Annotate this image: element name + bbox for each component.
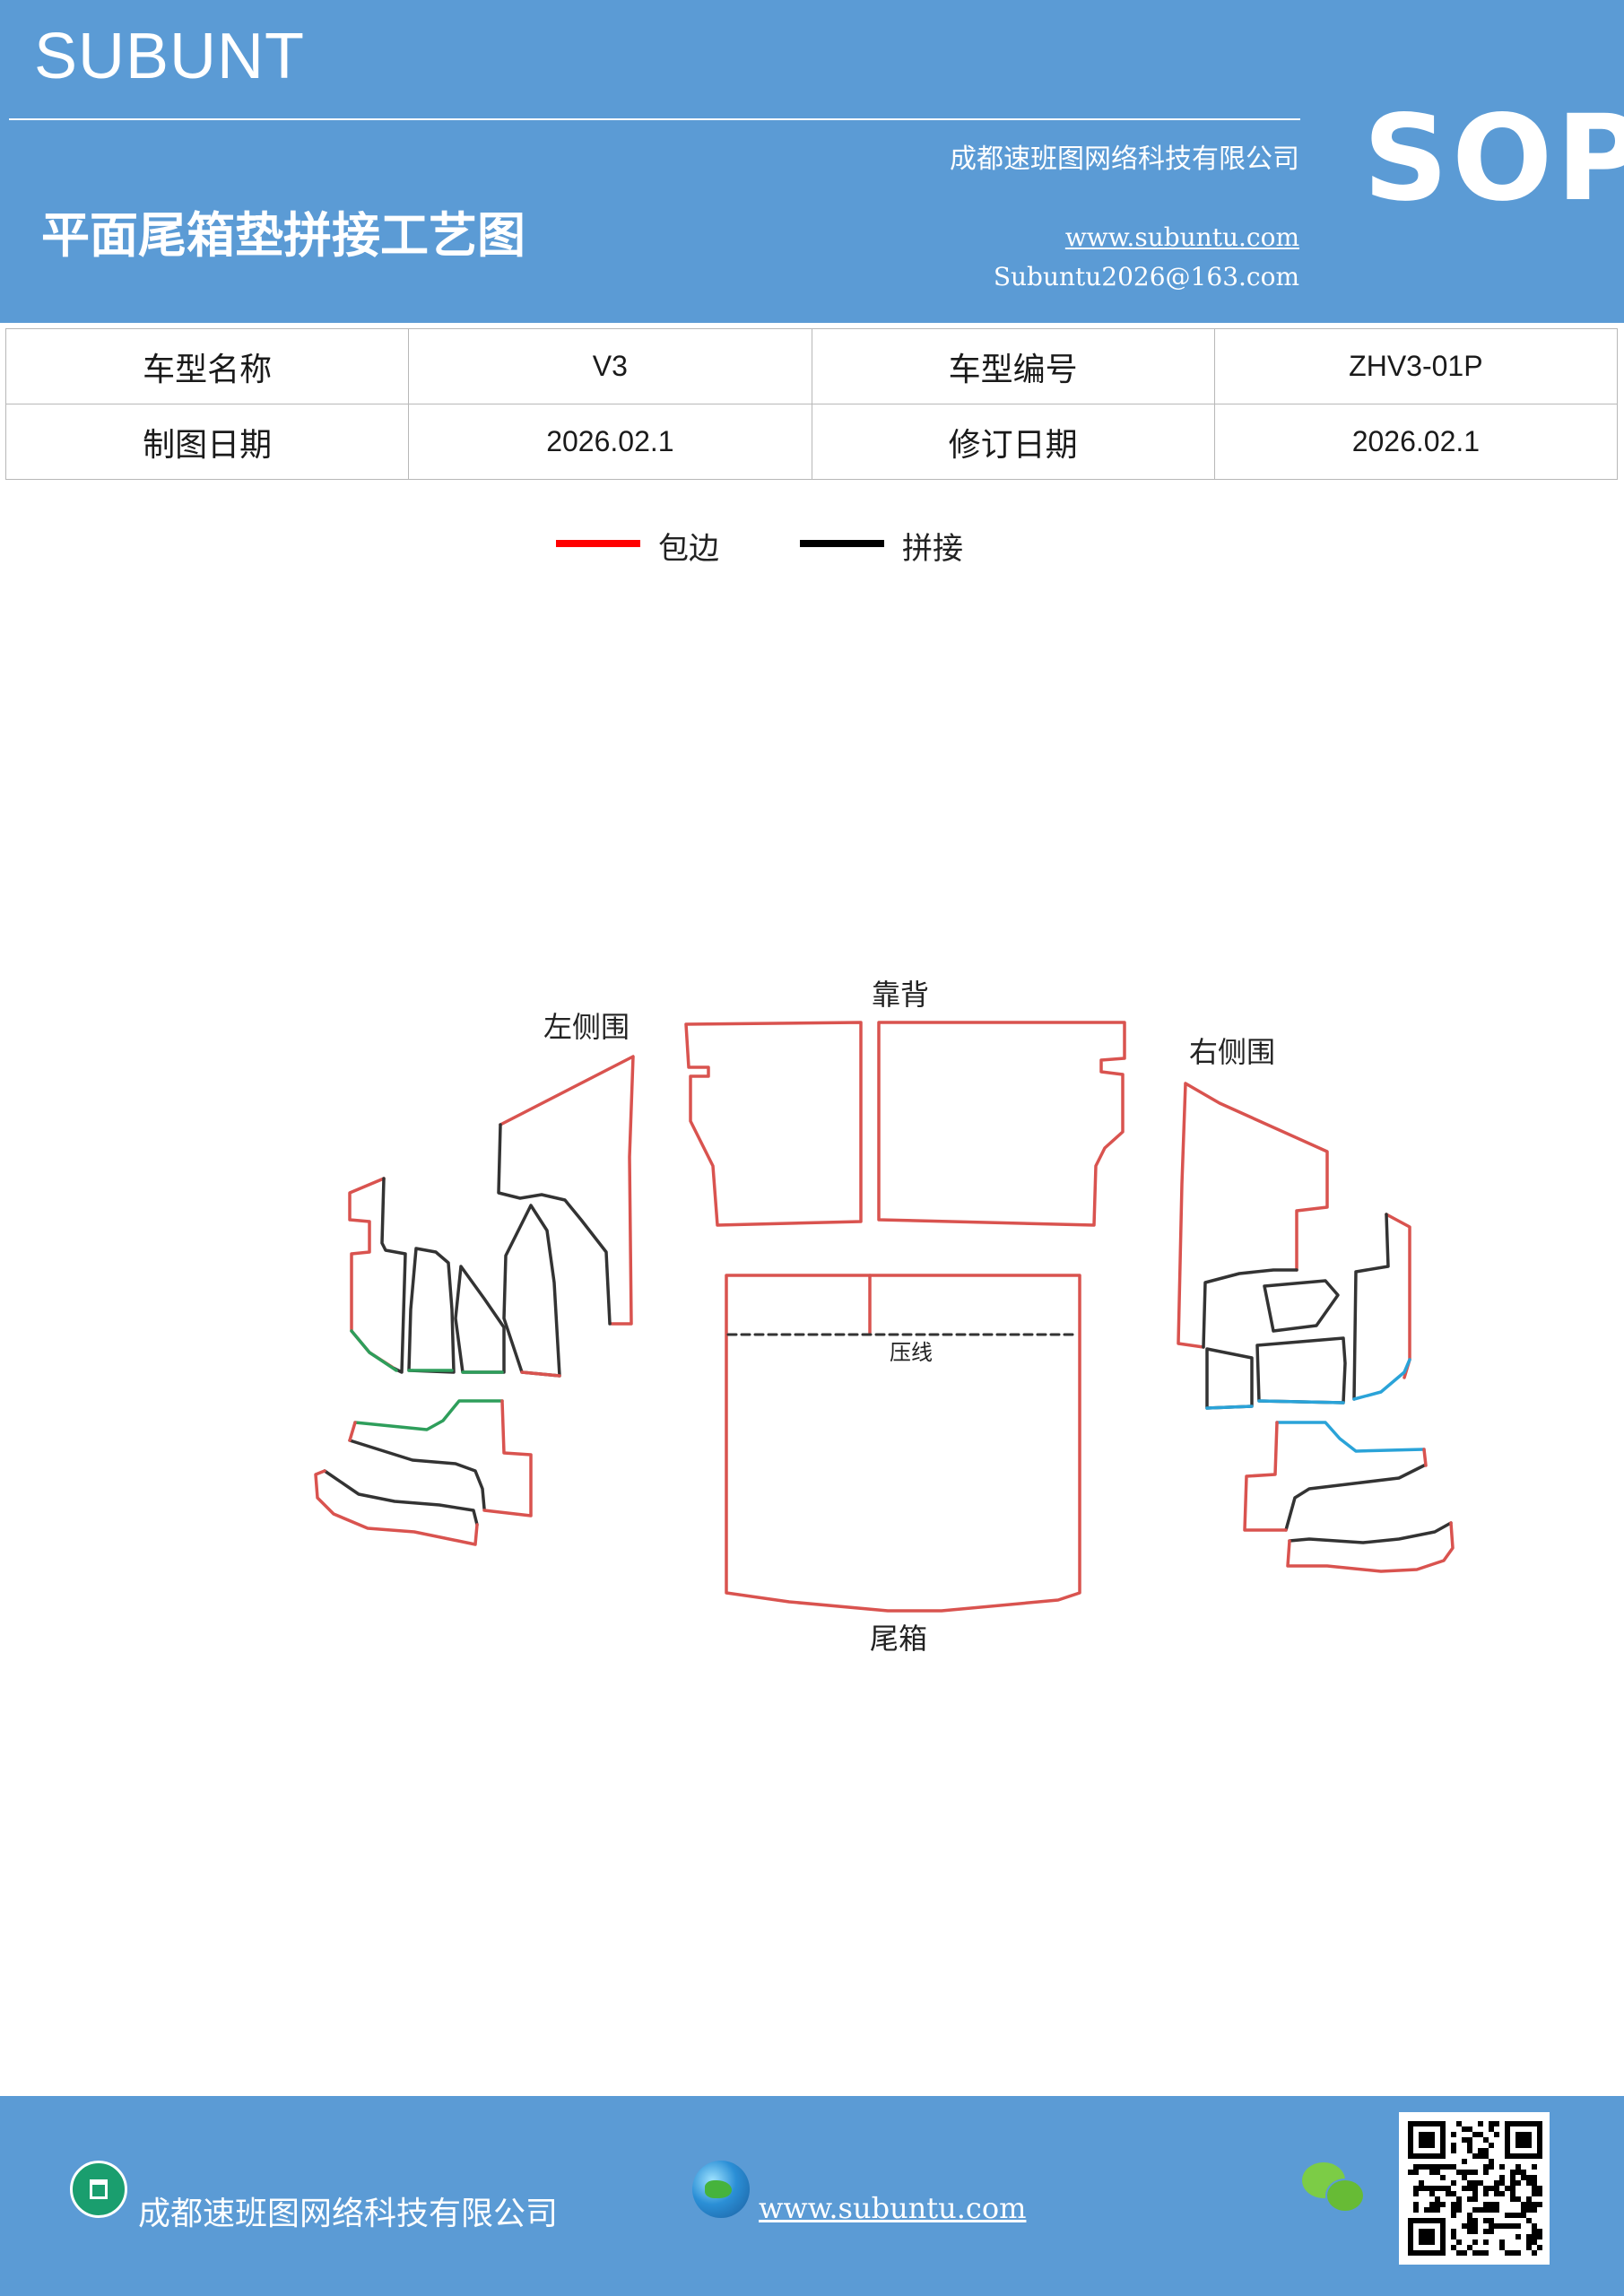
header-email: Subuntu2026@163.com (993, 262, 1299, 291)
trunk-floor-panels (725, 1274, 1081, 1613)
left-pointed-piece-edge (520, 1370, 561, 1378)
revision-date-label: 修订日期 (811, 404, 1215, 480)
qr-code (1399, 2112, 1550, 2265)
vehicle-info-table: 车型名称 V3 车型编号 ZHV3-01P 制图日期 2026.02.1 修订日… (4, 328, 1619, 480)
footer-website-link[interactable]: www.subuntu.com (759, 2191, 1027, 2225)
right-bottom-lower-edge (1286, 1521, 1455, 1573)
right-left-small-piece (1205, 1347, 1254, 1410)
left-bottom-lower-seam (323, 1469, 479, 1526)
left-slanted-piece (454, 1265, 506, 1374)
right-vertical-piece-edge (1385, 1213, 1411, 1379)
left-bottom-lower-edge (314, 1469, 479, 1546)
left-narrow-piece (407, 1247, 456, 1374)
footer-company-name: 成都速班图网络科技有限公司 (138, 2196, 559, 2232)
left-side-large-seam (497, 1123, 612, 1326)
model-code-value: ZHV3-01P (1213, 328, 1619, 404)
legend-label-seam: 拼接 (902, 531, 963, 567)
right-side-large-seam (1202, 1268, 1298, 1349)
draw-date-label: 制图日期 (4, 404, 410, 480)
legend: 包边 拼接 (0, 524, 1624, 578)
right-side-large-panel (1177, 1082, 1329, 1349)
table-row: 车型名称 V3 车型编号 ZHV3-01P (4, 328, 1619, 404)
left-side-panels (314, 1055, 635, 1546)
left-bottom-upper-seam (348, 1439, 486, 1510)
right-middle-piece (1255, 1336, 1347, 1405)
right-bottom-upper-edge (1243, 1421, 1428, 1532)
legend-swatch-seam (800, 540, 884, 547)
right-vertical-piece-seam (1352, 1213, 1390, 1401)
backrest-right-panel (877, 1021, 1126, 1227)
building-icon (70, 2161, 127, 2218)
right-middle-piece-blue-edge (1257, 1399, 1345, 1405)
left-bottom-upper-green-edge (353, 1399, 504, 1431)
label-trunk: 尾箱 (870, 1622, 927, 1656)
left-pointed-piece (502, 1204, 561, 1378)
label-right-side: 右侧围 (1189, 1035, 1275, 1069)
left-corner-piece-edge (348, 1177, 396, 1370)
table-row: 制图日期 2026.02.1 修订日期 2026.02.1 (4, 404, 1619, 480)
left-corner-piece-seam (380, 1177, 407, 1374)
label-backrest: 靠背 (872, 978, 929, 1012)
left-corner-piece-green-edge (350, 1329, 398, 1372)
document-title: 平面尾箱垫拼接工艺图 (41, 206, 525, 264)
right-top-small-piece (1263, 1279, 1340, 1333)
wechat-icon[interactable] (1302, 2162, 1367, 2216)
globe-icon (692, 2161, 750, 2218)
page-header: SUBUNT 成都速班图网络科技有限公司 平面尾箱垫拼接工艺图 www.subu… (0, 0, 1624, 323)
header-divider (9, 118, 1300, 120)
right-bottom-upper-blue-edge (1275, 1421, 1426, 1453)
label-left-side: 左侧围 (543, 1010, 630, 1044)
model-name-label: 车型名称 (4, 328, 410, 404)
revision-date-value: 2026.02.1 (1213, 404, 1619, 480)
model-name-value: V3 (408, 328, 812, 404)
label-crease: 压线 (890, 1340, 933, 1365)
backrest-panels (684, 1021, 1126, 1227)
left-bottom-upper-edge (348, 1399, 533, 1518)
right-vertical-piece-blue-edge (1352, 1358, 1411, 1401)
trunk-floor-outline (725, 1274, 1081, 1613)
draw-date-value: 2026.02.1 (408, 404, 812, 480)
page-footer: 成都速班图网络科技有限公司 www.subuntu.com (0, 2096, 1624, 2296)
model-code-label: 车型编号 (811, 328, 1215, 404)
right-side-panels (1177, 1082, 1455, 1573)
header-website-link[interactable]: www.subuntu.com (1064, 222, 1299, 252)
legend-label-edging: 包边 (658, 531, 719, 567)
right-bottom-lower-seam (1288, 1521, 1453, 1544)
right-bottom-upper-seam (1284, 1464, 1426, 1532)
right-left-small-piece-blue-edge (1205, 1405, 1254, 1410)
header-company-name: 成都速班图网络科技有限公司 (950, 144, 1299, 175)
legend-swatch-edging (556, 540, 640, 547)
sop-badge: SOP (1363, 90, 1624, 228)
left-side-large-panel (499, 1055, 635, 1326)
brand-logo-text: SUBUNT (34, 21, 306, 92)
backrest-left-panel (684, 1021, 863, 1227)
